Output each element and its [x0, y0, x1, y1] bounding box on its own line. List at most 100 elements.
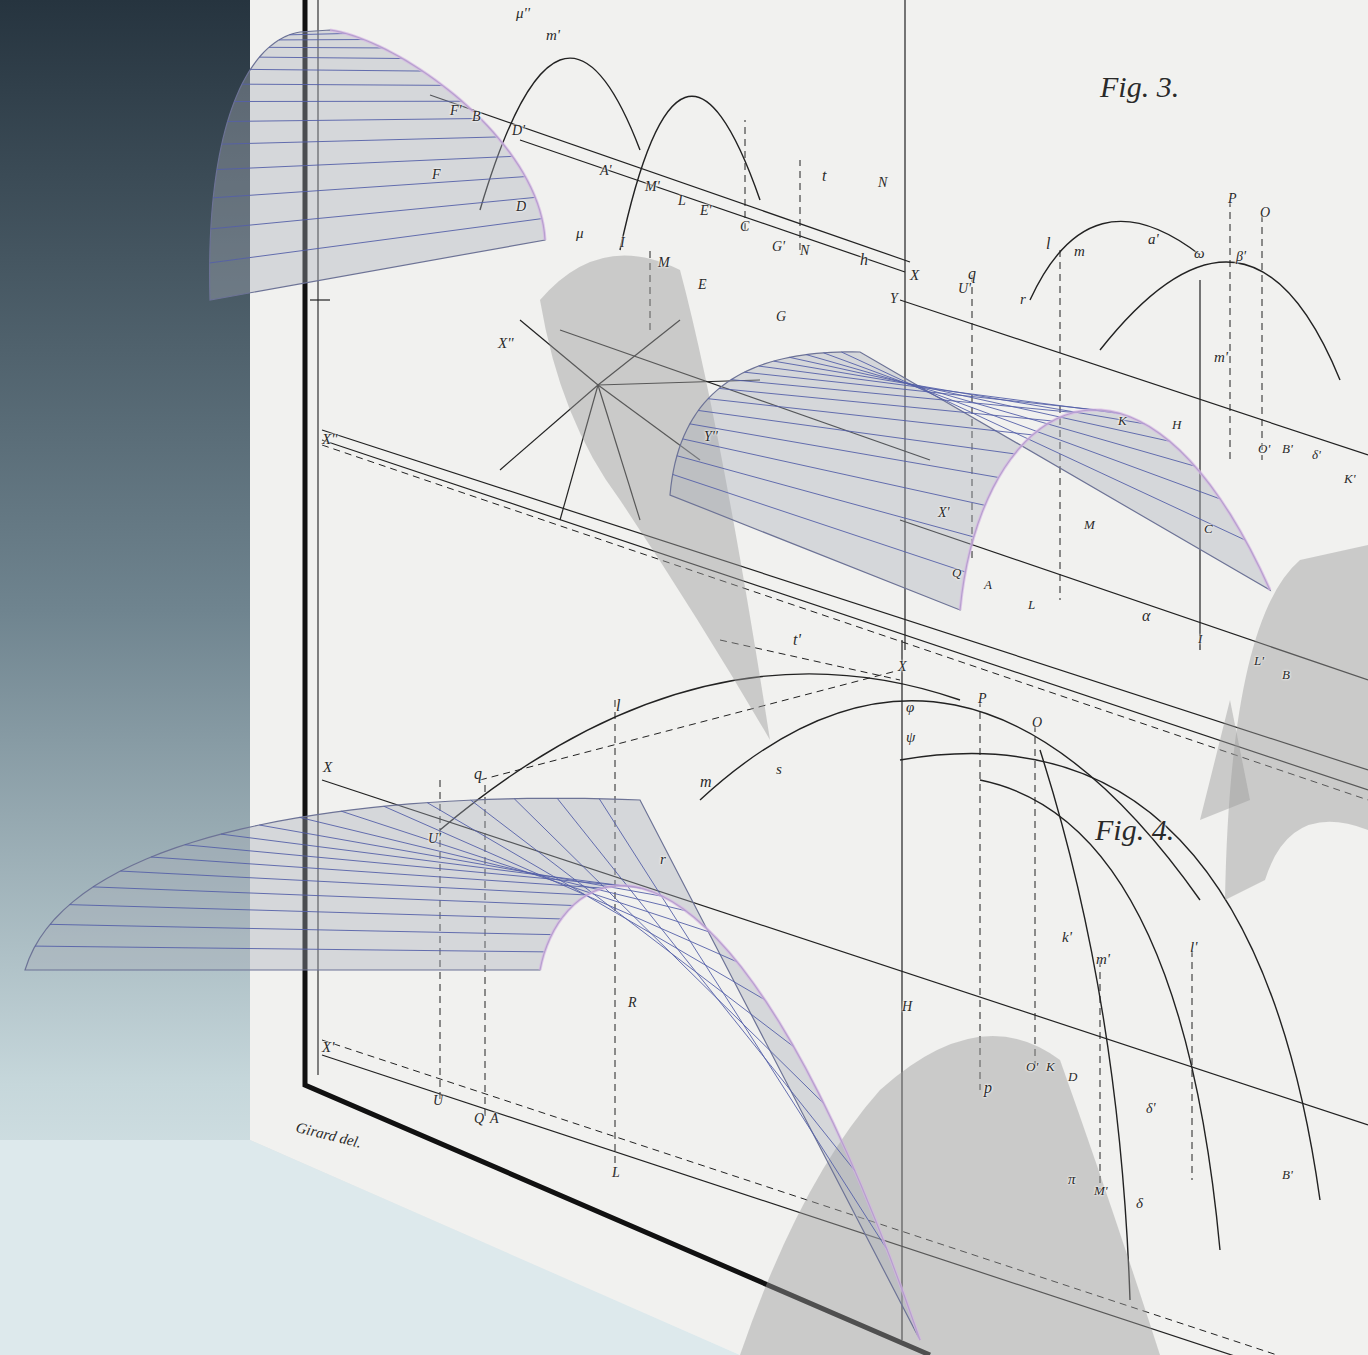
point-letter: s [776, 762, 782, 777]
ruling-line [50, 924, 552, 934]
point-letter: δ' [1312, 448, 1321, 461]
point-letter: p [984, 1080, 992, 1096]
point-letter: β' [1236, 250, 1246, 264]
point-letter: r [660, 852, 666, 867]
point-letter: O [1260, 206, 1270, 220]
ruling-line [427, 803, 765, 1000]
dashed-line [1262, 215, 1263, 460]
ruling-line [341, 811, 710, 932]
construction-line [520, 140, 905, 272]
ruling-line [120, 871, 586, 895]
point-letter: L [612, 1166, 620, 1180]
figure-title: Fig. 4. [1095, 815, 1174, 845]
point-letter: q [474, 766, 482, 782]
figure-title: Fig. 3. [1100, 72, 1179, 102]
ruling-line [698, 410, 1014, 453]
ruling-line [384, 806, 737, 962]
surface-edge [540, 886, 920, 1340]
ruling-line [234, 101, 462, 102]
point-letter: X [323, 760, 332, 775]
ruling-line [279, 39, 364, 40]
point-letter: M' [1094, 1184, 1108, 1197]
ruling-line [222, 137, 498, 144]
point-letter: N [800, 244, 809, 258]
point-letter: X' [938, 506, 950, 520]
point-letter: B' [1282, 442, 1293, 455]
ruling-line [806, 355, 1195, 467]
ruling-line [250, 69, 422, 71]
ruling-line [228, 119, 481, 122]
ruling-line [744, 372, 1096, 410]
point-letter: α [1142, 608, 1150, 624]
point-letter: U [433, 1094, 443, 1108]
point-letter: E [698, 278, 707, 292]
point-letter: P [978, 692, 987, 706]
dashed-line [980, 700, 981, 1090]
point-letter: U' [428, 832, 441, 846]
point-letter: F [432, 168, 441, 182]
ruling-line [289, 33, 346, 34]
point-letter: M' [645, 180, 660, 194]
point-letter: l [1046, 236, 1050, 252]
point-letter: δ' [1146, 1102, 1156, 1116]
point-letter: π [1068, 1172, 1076, 1187]
ruling-line [211, 197, 535, 228]
point-letter: O [1032, 716, 1042, 730]
point-letter: O' [1258, 442, 1270, 455]
point-letter: F' [450, 104, 462, 118]
point-letter: Y'' [704, 430, 718, 444]
point-letter: C [740, 220, 749, 234]
point-letter: Q [952, 566, 961, 579]
dashed-line [615, 700, 616, 1180]
point-letter: m' [1214, 350, 1228, 365]
point-letter: m [1074, 244, 1085, 259]
point-letter: k' [1062, 930, 1072, 945]
point-letter: ψ [906, 730, 915, 745]
point-letter: A [490, 1112, 499, 1126]
construction-line [1199, 280, 1200, 650]
point-letter: X [910, 268, 919, 283]
point-letter: X' [322, 1040, 334, 1055]
ruled-surface [25, 798, 920, 1340]
point-letter: X [898, 660, 907, 674]
cast-shadow [1225, 545, 1368, 900]
dashed-line [745, 120, 746, 230]
ruling-line [690, 424, 999, 478]
point-letter: K' [1344, 472, 1355, 485]
point-letter: K [1118, 414, 1127, 427]
point-letter: M [658, 256, 670, 270]
point-letter: D' [512, 124, 525, 138]
point-letter: μ [576, 226, 584, 241]
dashed-line [800, 160, 801, 250]
point-letter: a' [1148, 232, 1159, 247]
dashed-line [480, 670, 900, 780]
point-letter: N [878, 176, 887, 190]
point-letter: U' [958, 282, 971, 296]
ruling-line [213, 177, 525, 198]
point-letter: t' [793, 632, 801, 648]
construction-line [310, 299, 330, 300]
point-letter: A' [600, 164, 612, 178]
point-letter: I [1198, 632, 1202, 645]
ruling-line [259, 57, 402, 58]
point-letter: L [678, 194, 686, 208]
point-letter: Y [890, 292, 898, 306]
ruling-line [269, 47, 383, 49]
point-letter: q [968, 266, 976, 282]
point-letter: D [516, 200, 526, 214]
ruling-line [514, 799, 824, 1104]
point-letter: B' [1282, 1168, 1293, 1181]
point-letter: H [902, 1000, 912, 1014]
ruling-line [677, 456, 974, 537]
point-letter: G' [772, 240, 785, 254]
ruling-line [774, 361, 1145, 424]
ruled-surface [670, 352, 1270, 610]
cast-shadow [1200, 700, 1250, 820]
point-letter: D [1068, 1070, 1077, 1083]
point-letter: h [860, 252, 868, 268]
point-letter: μ'' [516, 6, 530, 21]
ruling-line [242, 84, 442, 85]
point-letter: l' [1190, 940, 1197, 955]
